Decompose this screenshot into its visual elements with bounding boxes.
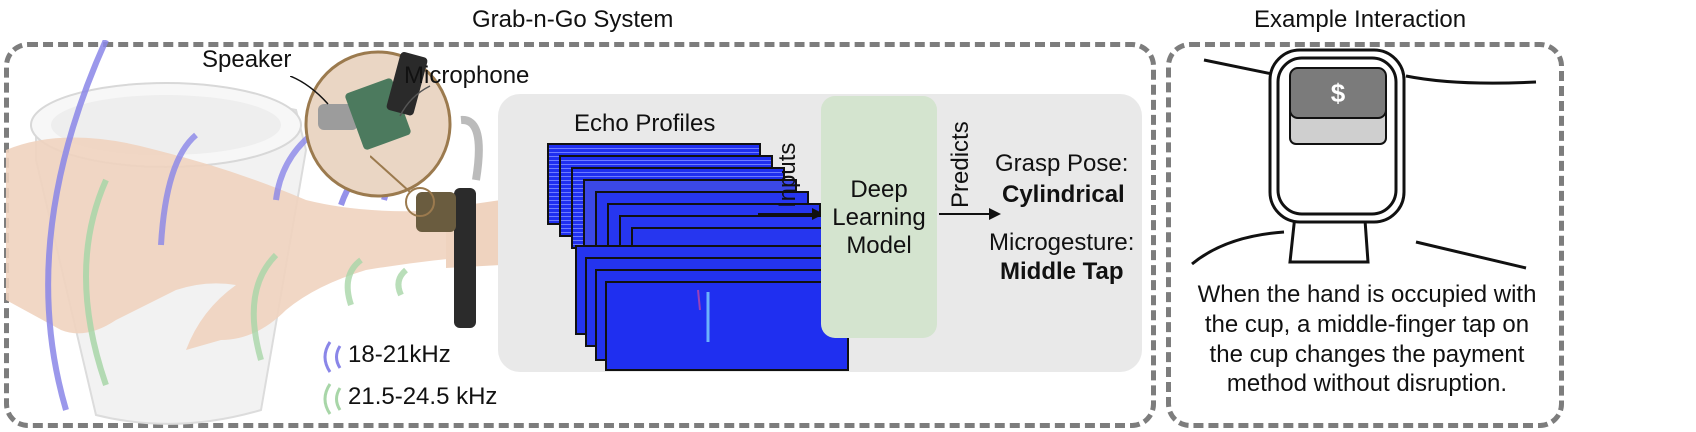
microgesture-value: Middle Tap — [1000, 258, 1124, 285]
model-label-line-1: Deep — [850, 176, 908, 203]
echo-profile-stack — [547, 143, 849, 371]
interaction-caption-line-2: the cup, a middle-finger tap on — [1204, 311, 1530, 338]
interaction-caption-line-1: When the hand is occupied with — [1197, 281, 1537, 308]
label-pointer-lines — [290, 76, 431, 117]
legend-blue-arc-icon — [323, 341, 342, 373]
inputs-label: Inputs — [774, 142, 801, 208]
interaction-caption-line-4: method without disruption. — [1226, 370, 1508, 397]
speaker-label: Speaker — [202, 46, 292, 73]
interaction-title: Example Interaction — [1254, 6, 1467, 33]
microgesture-label: Microgesture: — [989, 229, 1135, 256]
legend-blue-label: 18-21kHz — [348, 341, 451, 368]
echo-profiles-label: Echo Profiles — [574, 110, 716, 137]
microphone-label: Microphone — [404, 62, 530, 89]
predicts-label: Predicts — [947, 121, 974, 208]
system-title: Grab-n-Go System — [472, 6, 674, 33]
payment-card-symbol: $ — [1330, 78, 1346, 108]
zoom-connector — [370, 155, 435, 217]
inputs-arrow — [758, 208, 824, 220]
model-label-line-2: Learning — [832, 204, 926, 231]
model-label-line-3: Model — [846, 232, 912, 259]
predicts-arrow — [939, 208, 1001, 220]
legend-green-arc-icon — [323, 383, 342, 415]
deep-learning-model-box — [821, 96, 937, 338]
grasp-pose-value: Cylindrical — [1002, 181, 1125, 208]
interaction-panel — [1166, 42, 1564, 428]
smartwatch-illustration — [1191, 48, 1537, 270]
grasp-pose-label: Grasp Pose: — [995, 150, 1129, 177]
hand-cup-illustration — [6, 40, 501, 425]
interaction-caption-line-3: the cup changes the payment — [1209, 341, 1525, 368]
legend-green-label: 21.5-24.5 kHz — [348, 383, 498, 410]
sensor-zoom-circle — [304, 50, 452, 198]
